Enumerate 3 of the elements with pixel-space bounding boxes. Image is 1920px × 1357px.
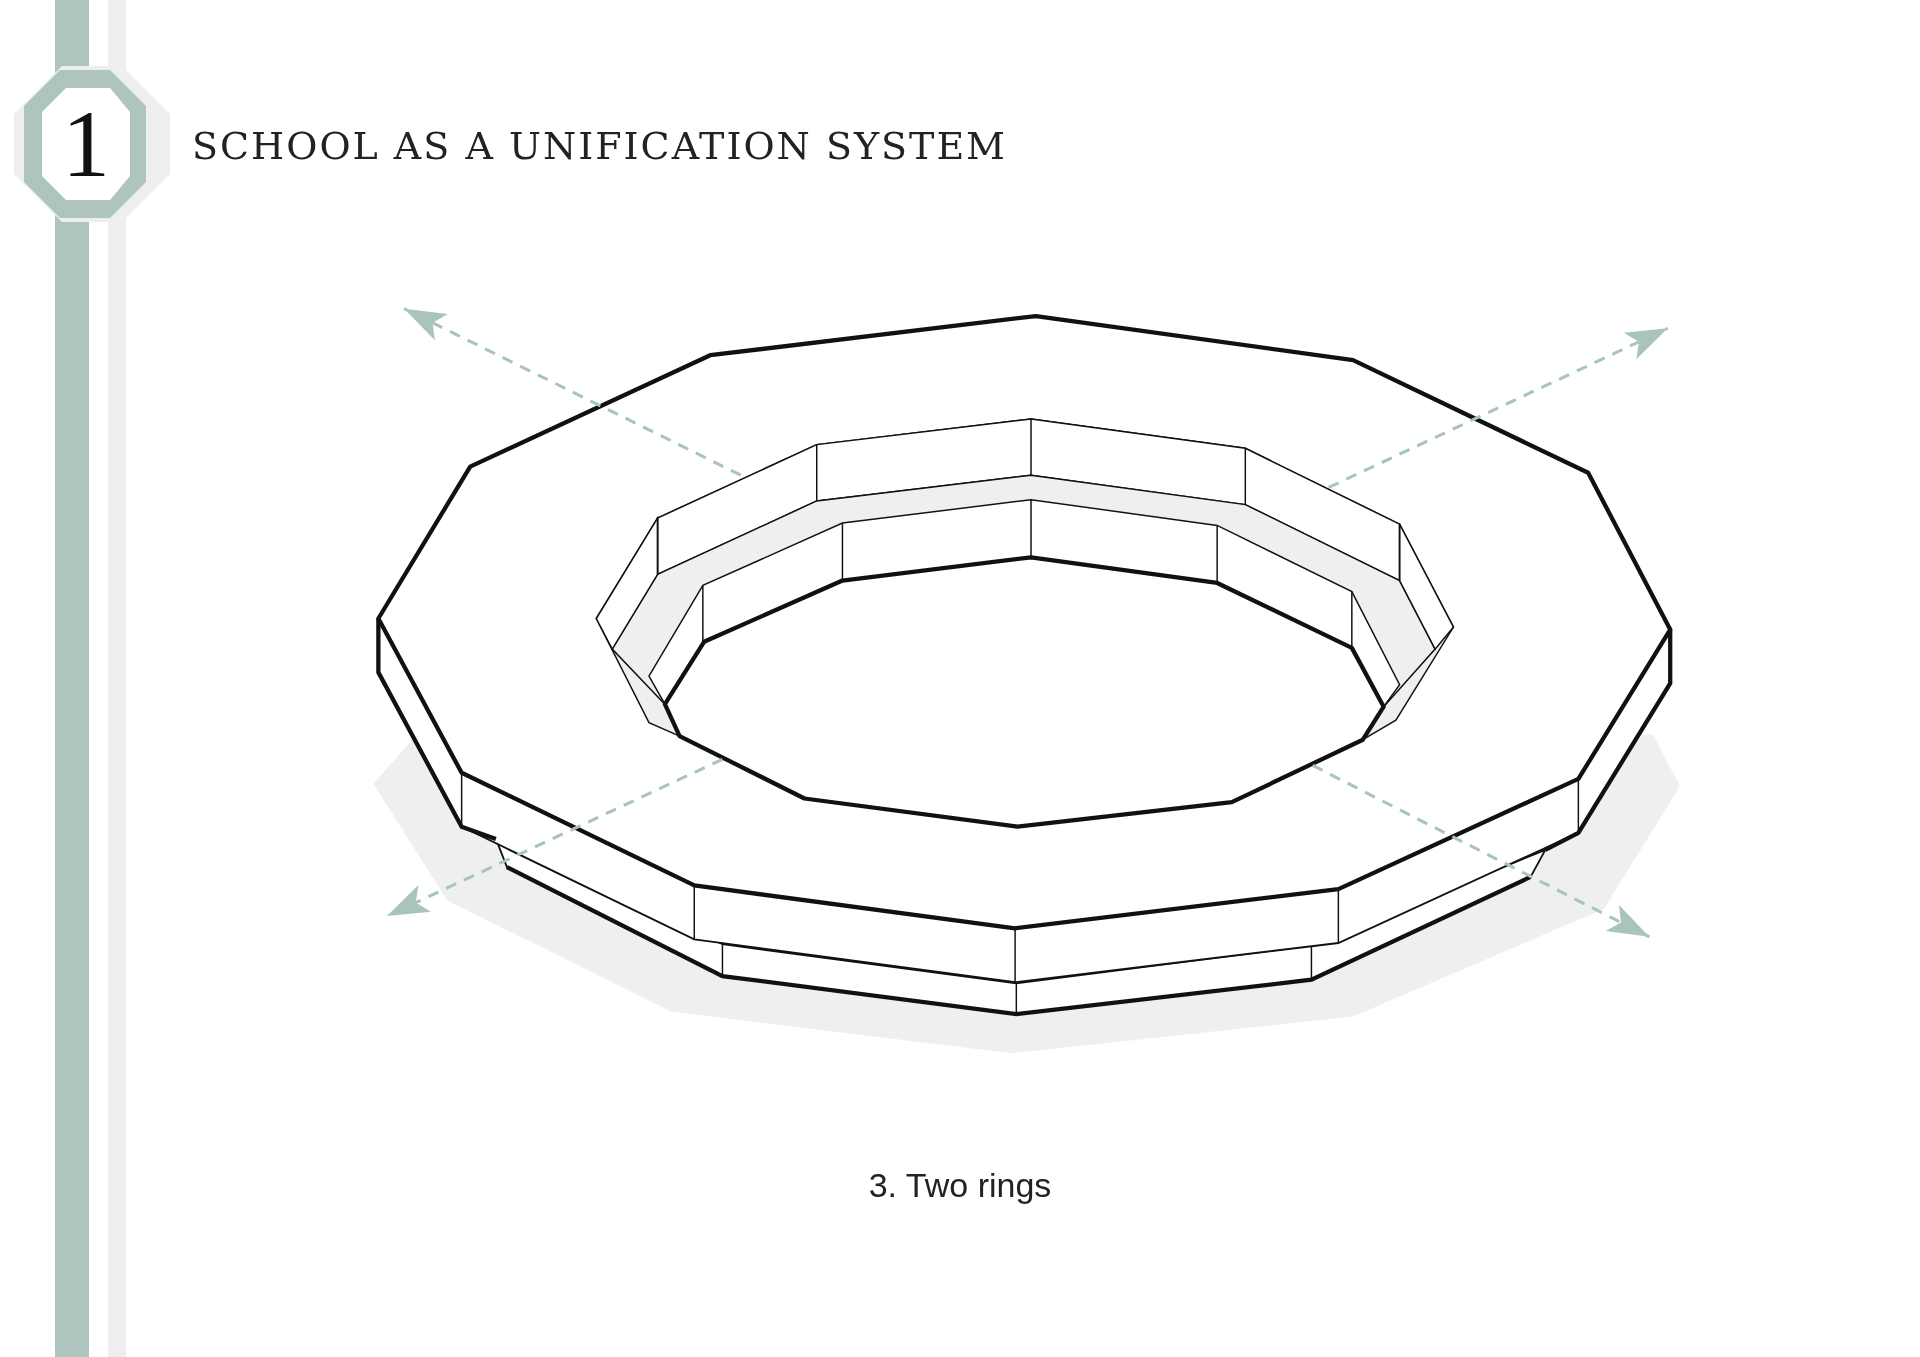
section-number: 1 (62, 96, 110, 192)
title: SCHOOL AS A UNIFICATION SYSTEM (192, 123, 1008, 170)
caption: 3. Two rings (868, 1165, 1052, 1206)
